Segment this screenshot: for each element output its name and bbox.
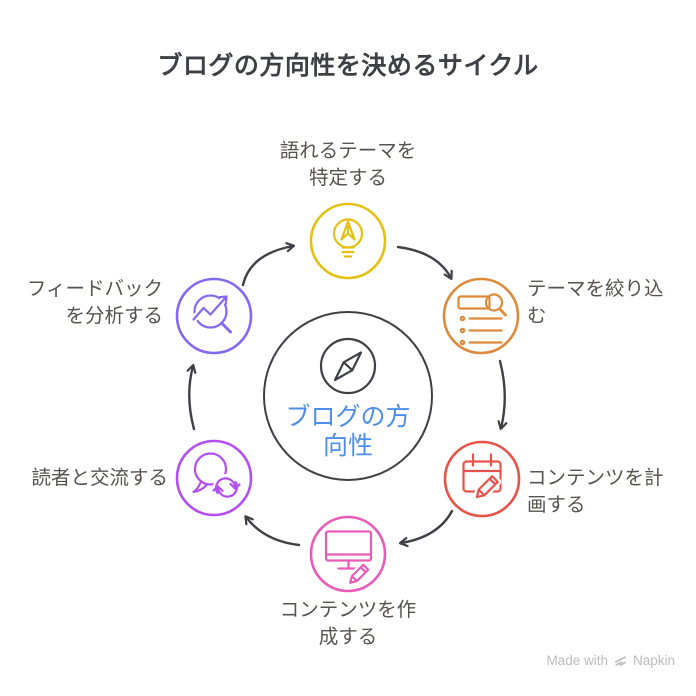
node-narrow-themes — [442, 277, 520, 355]
center-topic-label: ブログの方 向性 — [264, 403, 432, 461]
step-label-analyze-feedback: フィードバック を分析する — [0, 276, 163, 330]
magnifier-trend-icon — [190, 293, 232, 334]
node-circle — [443, 440, 521, 518]
step-label-plan-content: コンテンツを計 画する — [527, 465, 692, 519]
arrow-identify-to-narrow — [396, 245, 453, 280]
step-label-identify-themes: 語れるテーマを 特定する — [248, 138, 448, 192]
node-identify-themes — [309, 202, 387, 280]
napkin-watermark: Made with Napkin — [546, 653, 675, 668]
label-line: ブログの方 — [285, 403, 411, 431]
label-line: 語れるテーマを — [279, 140, 417, 162]
monitor-pencil-icon — [324, 530, 373, 587]
label-line: コンテンツを作 — [279, 599, 417, 621]
node-circle — [309, 515, 387, 593]
node-create-content — [309, 515, 387, 593]
napkin-logo-icon — [614, 656, 626, 666]
diagram-title: ブログの方向性を決めるサイクル — [157, 52, 539, 80]
label-line: 向性 — [322, 432, 373, 460]
lightbulb-pencil-icon — [332, 218, 364, 258]
node-circle — [175, 439, 253, 517]
node-analyze-feedback — [175, 277, 253, 355]
label-line: を分析する — [65, 305, 163, 327]
node-plan-content — [443, 440, 521, 518]
step-label-create-content: コンテンツを作 成する — [248, 597, 448, 651]
arrow-narrow-to-plan — [497, 359, 508, 431]
label-line: 成する — [318, 626, 378, 648]
label-line: む — [527, 305, 547, 327]
node-circle — [442, 277, 520, 355]
center-ring — [263, 311, 433, 481]
step-label-narrow-themes: テーマを絞り込 む — [527, 276, 692, 330]
label-line: 読者と交流する — [31, 467, 168, 489]
label-line: 特定する — [308, 167, 387, 189]
label-line: コンテンツを計 — [527, 467, 664, 489]
node-circle — [175, 277, 253, 355]
pencil-glyph — [473, 472, 502, 501]
cycle-arrows — [186, 242, 508, 548]
arrow-engage-to-analyze — [186, 363, 197, 431]
watermark-brand: Napkin — [632, 653, 675, 668]
calendar-pencil-icon — [462, 453, 502, 501]
node-engage-readers — [175, 439, 253, 517]
pencil-glyph — [346, 561, 372, 587]
label-line: フィードバック — [26, 278, 163, 300]
arrow-plan-to-create — [398, 509, 454, 548]
node-circle — [309, 202, 387, 280]
step-label-engage-readers: 読者と交流する — [4, 465, 168, 492]
list-magnifier-icon — [457, 293, 507, 346]
chat-sync-icon — [192, 452, 241, 501]
label-line: テーマを絞り込 — [527, 278, 664, 300]
compass-icon — [319, 337, 377, 395]
center-node — [263, 311, 433, 481]
label-line: 画する — [527, 494, 586, 516]
arrow-analyze-to-identify — [241, 242, 296, 287]
watermark-prefix: Made with — [546, 653, 608, 668]
arrow-create-to-engage — [244, 515, 301, 547]
